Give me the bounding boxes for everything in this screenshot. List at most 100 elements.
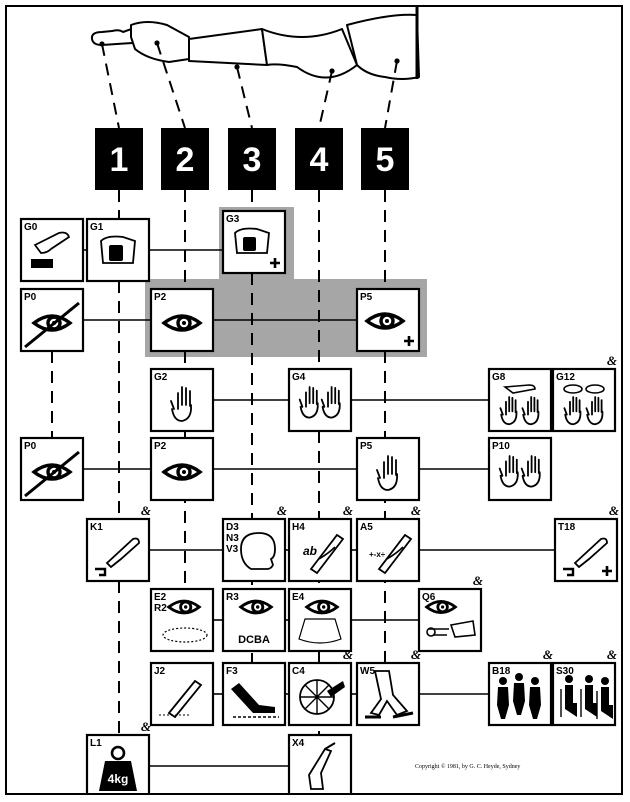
ampersand-mark: & bbox=[411, 647, 421, 662]
element-box-h4: H4 ab & bbox=[287, 503, 353, 583]
crank-icon bbox=[299, 679, 345, 715]
calculating-icon bbox=[377, 533, 413, 575]
column-header-3: 3 bbox=[228, 128, 276, 190]
shoulder-shape bbox=[346, 13, 420, 80]
eye-plus-icon bbox=[364, 312, 414, 346]
column-header-5: 5 bbox=[361, 128, 409, 190]
element-code: H4 bbox=[292, 522, 305, 533]
guide-col-4 bbox=[318, 70, 333, 735]
element-code: A5 bbox=[360, 522, 373, 533]
box-border bbox=[85, 517, 151, 583]
copyright-note: Copyright © 1981, by G. C. Heyde, Sydney bbox=[415, 764, 521, 770]
element-box-p2b: P2 bbox=[149, 436, 215, 502]
box-border bbox=[149, 661, 215, 727]
element-box-p2a: P2 bbox=[149, 287, 215, 353]
element-box-g4: G4 bbox=[287, 367, 353, 433]
element-code: V3 bbox=[226, 544, 239, 555]
element-code: C4 bbox=[292, 666, 305, 677]
element-code: R3 bbox=[226, 592, 239, 603]
ampersand-mark: & bbox=[607, 353, 617, 368]
element-code: P2 bbox=[154, 292, 167, 303]
element-code: G12 bbox=[556, 372, 575, 383]
element-code: P5 bbox=[360, 441, 373, 452]
element-code: P0 bbox=[24, 292, 37, 303]
head-icon bbox=[240, 532, 276, 570]
element-code: Q6 bbox=[422, 592, 436, 603]
column-header-2: 2 bbox=[161, 128, 209, 190]
keying-icon bbox=[95, 537, 140, 577]
element-box-g1: G1 bbox=[85, 217, 151, 283]
element-box-j2: J2 bbox=[149, 661, 215, 727]
element-box-c4: C4& bbox=[287, 647, 353, 727]
element-code: E2 bbox=[154, 592, 167, 603]
element-box-g12: G12 & bbox=[551, 353, 617, 433]
element-sub-label: +-x÷ bbox=[369, 550, 386, 559]
element-code: W5 bbox=[360, 666, 375, 677]
ampersand-mark: & bbox=[473, 573, 483, 588]
ampersand-mark: & bbox=[141, 719, 151, 734]
element-box-x4: X4 bbox=[287, 733, 353, 793]
forearm-shape bbox=[188, 28, 268, 66]
walking-icon bbox=[365, 670, 414, 719]
element-code: L1 bbox=[90, 738, 102, 749]
element-box-q6: Q6 & bbox=[417, 573, 483, 653]
element-box-g2: G2 bbox=[149, 367, 215, 433]
column-header-4: 4 bbox=[295, 128, 343, 190]
element-box-g0: G0 bbox=[19, 217, 85, 283]
eye-focus-icon bbox=[298, 599, 342, 644]
element-code: K1 bbox=[90, 522, 103, 533]
element-code: N3 bbox=[226, 533, 239, 544]
box-border bbox=[355, 517, 421, 583]
element-code: X4 bbox=[292, 738, 305, 749]
box-border bbox=[287, 733, 353, 793]
element-code: B18 bbox=[492, 666, 511, 677]
box-border bbox=[487, 367, 553, 433]
box-border bbox=[149, 287, 215, 353]
column-number: 4 bbox=[310, 141, 329, 179]
hand-tool-icon bbox=[308, 742, 336, 790]
hand-shape bbox=[130, 21, 190, 63]
element-code: P2 bbox=[154, 441, 167, 452]
eye-view-icon bbox=[162, 599, 208, 643]
box-border bbox=[287, 367, 353, 433]
guide-extra bbox=[51, 351, 120, 735]
element-sub-label: ab bbox=[303, 544, 317, 558]
eye-key-icon bbox=[424, 600, 476, 638]
two-hands-objects-icon bbox=[563, 384, 605, 426]
element-code: J2 bbox=[154, 666, 166, 677]
element-box-k1: K1 & bbox=[85, 503, 151, 583]
element-code: D3 bbox=[226, 522, 239, 533]
guide-col-2 bbox=[156, 42, 186, 589]
two-hands-touch-icon bbox=[499, 384, 540, 426]
ampersand-mark: & bbox=[343, 503, 353, 518]
column-number: 2 bbox=[176, 141, 195, 179]
box-border bbox=[19, 217, 85, 283]
element-box-e4: E4 bbox=[287, 587, 353, 653]
element-code: G3 bbox=[226, 214, 240, 225]
ampersand-mark: & bbox=[411, 503, 421, 518]
grasp-icon bbox=[100, 235, 136, 264]
element-box-p0a: P0 bbox=[19, 287, 85, 353]
ampersand-mark: & bbox=[141, 503, 151, 518]
ampersand-mark: & bbox=[543, 647, 553, 662]
element-code: S30 bbox=[556, 666, 574, 677]
element-code: P5 bbox=[360, 292, 373, 303]
bending-people-icon bbox=[497, 673, 541, 719]
box-border bbox=[355, 436, 421, 502]
box-border bbox=[149, 436, 215, 502]
keying-plus-icon bbox=[563, 537, 612, 577]
element-code: E4 bbox=[292, 592, 305, 603]
element-box-g3: G3 bbox=[221, 209, 287, 275]
box-border bbox=[287, 587, 353, 653]
element-code: G2 bbox=[154, 372, 168, 383]
no-eye-icon bbox=[24, 450, 80, 498]
box-border bbox=[221, 661, 287, 727]
column-number: 5 bbox=[376, 141, 395, 179]
ampersand-mark: & bbox=[609, 503, 619, 518]
hand-icon bbox=[376, 455, 398, 491]
writing-icon bbox=[309, 533, 345, 575]
